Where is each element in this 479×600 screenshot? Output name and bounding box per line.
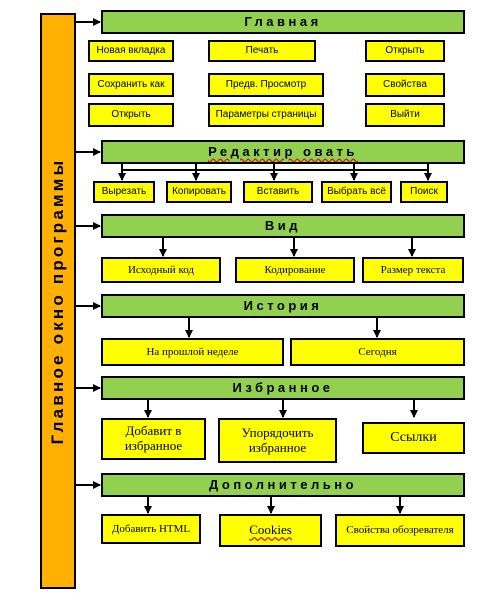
menu-item-copy: Копировать [166,181,232,203]
main-window-bar: Главное окно программы [40,13,76,589]
menu-item-open: Открыть [365,40,445,62]
section-header-view: Вид [101,214,465,238]
menu-item-exit: Выйти [365,103,445,127]
section-header-favorites: Избранное [101,376,465,400]
menu-item-paste: Вставить [243,181,313,203]
menu-item-search: Поиск [400,181,448,203]
section-header-extra: Дополнительно [101,473,465,497]
menu-item-cookies-text: Cookies [249,522,292,538]
menu-item-organize-favorites: Упорядочить избранное [218,418,337,463]
menu-item-open-2: Открыть [88,103,174,127]
menu-item-encoding: Кодирование [235,257,355,283]
menu-item-save-as: Сохранить как [88,73,174,97]
menu-item-cut: Вырезать [93,181,155,203]
menu-item-cookies: Cookies [219,514,322,547]
menu-item-print: Печать [208,40,316,62]
menu-item-select-all: Выбрать всё [321,181,392,203]
section-header-history: История [101,294,465,318]
menu-item-page-setup: Параметры страницы [208,103,324,127]
menu-item-add-favorite: Добавит в избранное [101,418,206,460]
menu-item-add-html: Добавить HTML [101,514,201,544]
menu-item-browser-properties: Свойства обозревателя [335,514,465,547]
menu-item-print-preview: Предв. Просмотр [208,73,324,97]
menu-item-links: Ссылки [362,422,465,454]
menu-item-new-tab: Новая вкладка [88,40,174,62]
section-header-edit: Редактир овать [101,140,465,164]
menu-item-today: Сегодня [290,338,465,366]
menu-item-text-size: Размер текста [362,257,464,283]
menu-item-properties: Свойства [365,73,445,97]
main-window-label: Главное окно программы [48,157,67,445]
menu-item-source-code: Исходный код [101,257,221,283]
section-header-home: Главная [101,10,465,34]
menu-item-last-week: На прошлой неделе [101,338,284,366]
section-header-edit-text: Редактир овать [208,143,358,159]
